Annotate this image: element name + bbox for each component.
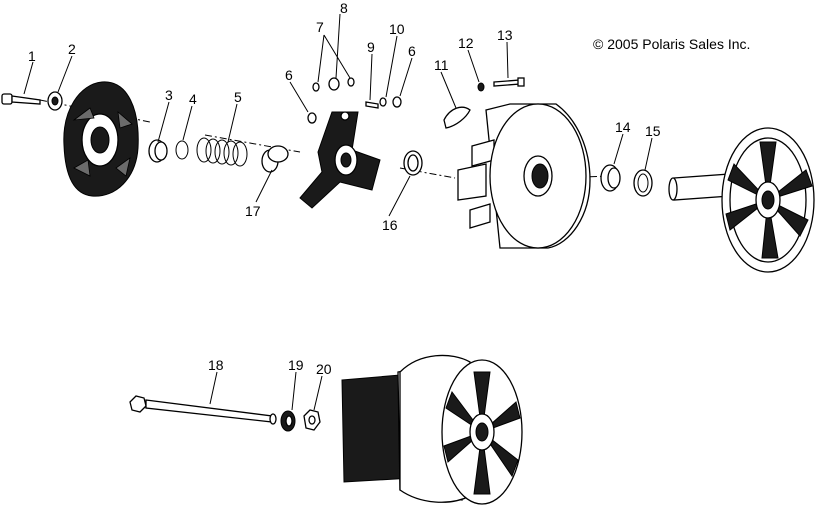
stationary-sheave xyxy=(668,127,815,273)
part-3-bushing xyxy=(148,139,168,163)
callout-17: 17 xyxy=(245,203,261,219)
part-8-roller xyxy=(328,77,340,91)
clutch-cover xyxy=(63,81,139,197)
callout-6-right: 6 xyxy=(408,43,416,59)
assembled-clutch xyxy=(341,354,523,505)
callout-20: 20 xyxy=(316,361,332,377)
callout-8: 8 xyxy=(340,0,348,16)
callout-19: 19 xyxy=(288,357,304,373)
leader-lines xyxy=(23,13,653,411)
spider-assembly xyxy=(299,111,381,209)
part-6-roller-right xyxy=(392,96,402,108)
part-14-bushing xyxy=(600,164,621,192)
part-17-bushing xyxy=(261,145,289,173)
part-20-nut xyxy=(303,409,321,431)
callout-1: 1 xyxy=(28,48,36,64)
callout-9: 9 xyxy=(367,39,375,55)
part-15-ring xyxy=(633,169,653,197)
part-16-washer xyxy=(403,150,423,176)
callout-12: 12 xyxy=(458,35,474,51)
part-1-bolt xyxy=(1,93,41,105)
part-9-pin xyxy=(365,101,379,109)
callout-3: 3 xyxy=(165,87,173,103)
part-4-ring xyxy=(175,140,189,160)
copyright-notice: © 2005 Polaris Sales Inc. xyxy=(593,36,750,52)
callout-18: 18 xyxy=(208,357,224,373)
callout-2: 2 xyxy=(68,41,76,57)
callout-15: 15 xyxy=(645,123,661,139)
callout-11: 11 xyxy=(434,57,449,73)
callout-13: 13 xyxy=(497,27,513,43)
callout-5: 5 xyxy=(234,89,242,105)
callout-7: 7 xyxy=(316,19,324,35)
part-13-pin xyxy=(493,77,525,87)
part-2-washer xyxy=(47,91,63,111)
part-19-washer xyxy=(280,410,296,432)
part-12-nut xyxy=(477,82,485,92)
part-11-weight xyxy=(443,106,471,129)
callout-16: 16 xyxy=(382,217,398,233)
callout-10: 10 xyxy=(389,21,405,37)
part-7-washers xyxy=(312,77,355,92)
callout-6-left: 6 xyxy=(285,67,293,83)
part-18-bolt xyxy=(129,395,277,425)
callout-14: 14 xyxy=(615,119,631,135)
part-10-washer xyxy=(379,97,387,107)
part-5-spring xyxy=(196,137,248,167)
callout-4: 4 xyxy=(189,91,197,107)
moveable-sheave xyxy=(457,103,591,249)
part-6-roller-left xyxy=(307,112,317,124)
